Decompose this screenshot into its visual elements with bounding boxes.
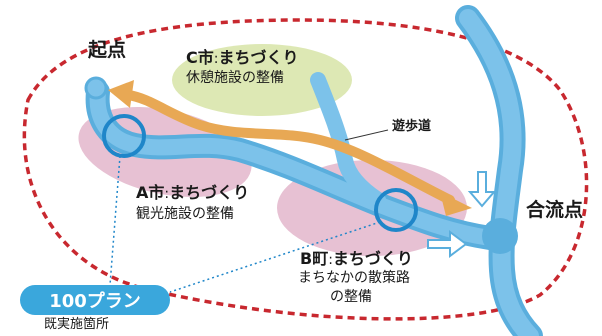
city-a-heading: A市:まちづくり	[136, 183, 250, 202]
promenade-path	[123, 90, 455, 205]
city-c-name: C市	[186, 48, 214, 67]
existing-site-circle-b	[374, 188, 418, 232]
project-boundary	[22, 18, 589, 321]
promenade-arrowhead-right	[440, 192, 472, 216]
city-a-name: A市	[136, 183, 165, 202]
promenade-arrowhead-left	[108, 80, 134, 108]
flow-arrow-down-icon	[467, 171, 497, 208]
city-c-description: 休憩施設の整備	[186, 70, 284, 86]
start-point-label: 起点	[88, 39, 127, 61]
town-b-tag: まちづくり	[332, 249, 413, 268]
city-a-tag: まちづくり	[169, 183, 250, 202]
large-river-inner	[459, 9, 539, 336]
start-point-marker	[84, 76, 108, 100]
town-b-name: B町	[300, 249, 329, 268]
promenade-leader	[344, 129, 389, 141]
existing-site-label: 既実施箇所	[44, 317, 110, 332]
city-c-tag: まちづくり	[218, 48, 299, 67]
badge-leader-b	[169, 221, 381, 293]
confluence-point	[482, 218, 518, 254]
town-b-description-line1: まちなかの散策路	[298, 270, 410, 286]
city-c-zone	[172, 44, 352, 116]
promenade-label: 遊歩道	[392, 119, 432, 134]
confluence-label: 合流点	[526, 199, 584, 221]
existing-site-circle-a	[102, 114, 146, 158]
city-c-heading: C市:まちづくり	[186, 48, 299, 67]
100-plan-badge: 100プラン	[20, 285, 170, 315]
flow-arrow-right-icon	[427, 230, 468, 258]
tributary-river	[310, 72, 386, 208]
badge-leader-a	[109, 155, 121, 286]
town-b-heading: B町:まちづくり	[300, 249, 413, 268]
town-b-description-line2: の整備	[330, 289, 372, 305]
city-a-description: 観光施設の整備	[136, 206, 234, 222]
